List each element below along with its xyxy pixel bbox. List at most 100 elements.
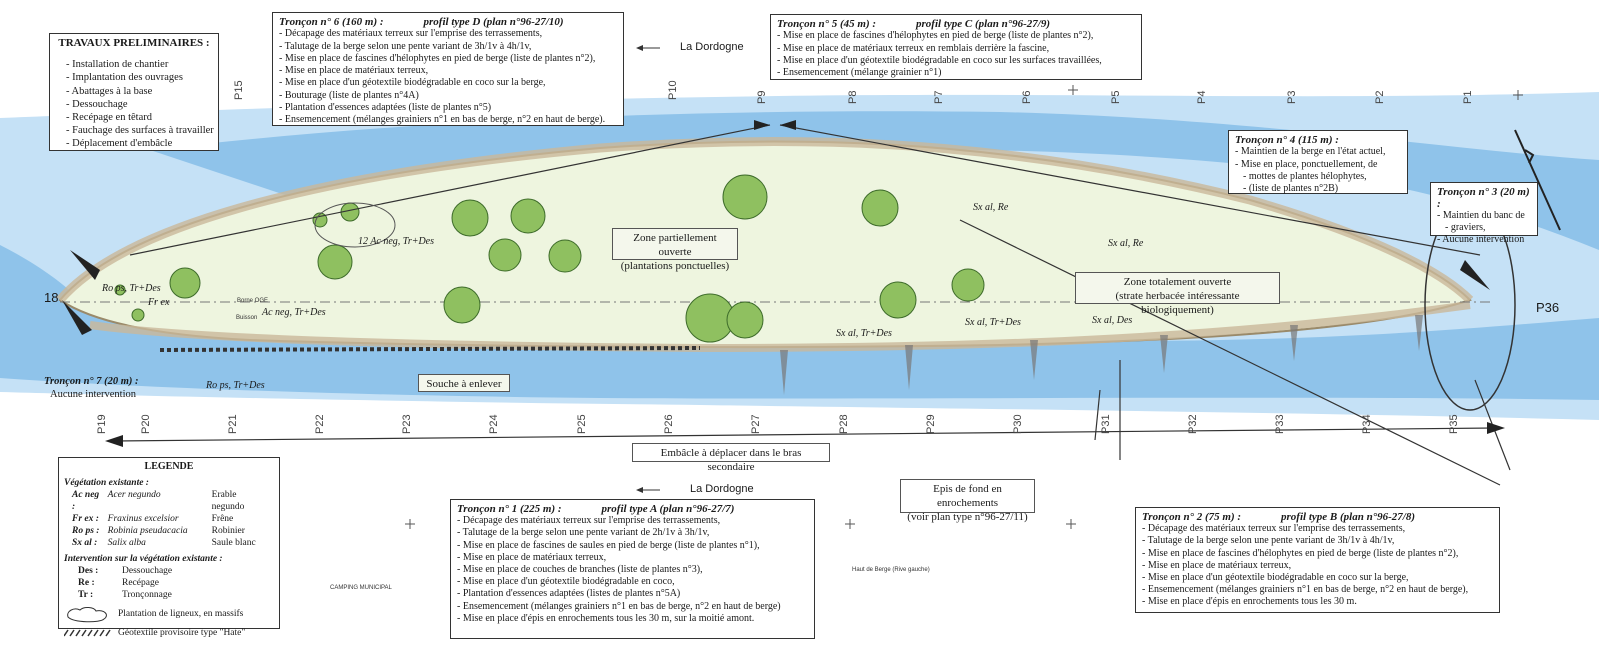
profile-label-bottom: P26	[663, 414, 675, 434]
profile-label-bottom: P27	[750, 414, 762, 434]
troncon-1-list: Décapage des matériaux terreux sur l'emp…	[457, 515, 808, 625]
troncon-1-item: Mise en place de matériaux terreux,	[457, 552, 808, 564]
legend-species-row: Ro ps : Robinia pseudacacia Robinier	[64, 525, 274, 537]
troncon-2-item: Mise en place de matériaux terreux,	[1142, 560, 1493, 572]
travaux-item: Fauchage des surfaces à travailler	[66, 124, 214, 137]
species-latin: Salix alba	[107, 538, 146, 548]
troncon-4-item: (liste de plantes n°2B)	[1235, 183, 1401, 195]
travaux-item: Abattages à la base	[66, 85, 212, 98]
troncon-3-box: Tronçon n° 3 (20 m) : Maintien du banc d…	[1430, 182, 1538, 245]
camping-label: CAMPING MUNICIPAL	[330, 585, 392, 591]
travaux-item: Installation de chantier	[66, 58, 212, 71]
troncon-1-box: Tronçon n° 1 (225 m) :profil type A (pla…	[450, 499, 815, 639]
troncon-6-box: Tronçon n° 6 (160 m) :profil type D (pla…	[272, 12, 624, 126]
travaux-item: Implantation des ouvrages	[66, 71, 212, 84]
int-code: Re :	[78, 578, 95, 588]
souche-box: Souche à enlever	[418, 374, 510, 392]
troncon-4-item: mottes de plantes hélophytes,	[1235, 171, 1401, 183]
zone-open-box: Zone totalement ouverte (strate herbacée…	[1075, 272, 1280, 316]
veg-label: Sx al, Des	[1092, 315, 1133, 326]
troncon-4-item: Maintien de la berge en l'état actuel,	[1235, 146, 1401, 158]
profile-label-bottom: P23	[401, 414, 413, 434]
profile-label-top: P7	[933, 90, 945, 104]
troncon-1-item: Plantation d'essences adaptées (listes d…	[457, 588, 808, 600]
profile-label-bottom: P33	[1274, 414, 1286, 434]
troncon-5-item: Mise en place d'un géotextile biodégrada…	[777, 55, 1135, 67]
troncon-2-title: Tronçon n° 2 (75 m) :	[1142, 511, 1242, 523]
troncon-6-item: Mise en place d'un géotextile biodégrada…	[279, 77, 617, 89]
species-common: Robinier	[211, 526, 245, 536]
profile-label-bottom: P31	[1100, 414, 1112, 434]
travaux-list: Installation de chantier Implantation de…	[56, 58, 214, 150]
veg-label: Ac neg, Tr+Des	[262, 307, 326, 318]
zone-open-line: (strate herbacée intéressante biologique…	[1115, 290, 1240, 316]
troncon-5-profile: profil type C (plan n°96-27/9)	[916, 18, 1050, 30]
troncon-1-item: Mise en place de couches de branches (li…	[457, 564, 808, 576]
species-common: Erable negundo	[211, 490, 245, 512]
profile-label-bottom: P21	[227, 414, 239, 434]
troncon-2-header: Tronçon n° 2 (75 m) : profil type B (plan…	[1142, 511, 1493, 523]
legend-geotex-label: Géotextile provisoire type "Hate"	[118, 628, 246, 638]
legend-int-row: Tr : Tronçonnage	[64, 589, 176, 601]
profile-label-bottom: P32	[1187, 414, 1199, 434]
zone-partial-box: Zone partiellement ouverte (plantations …	[612, 228, 738, 272]
profile-label-p36: P36	[1536, 300, 1560, 315]
troncon-3-item: Aucune intervention	[1437, 234, 1531, 246]
troncon-1-item: Mise en place de fascines de saules en p…	[457, 540, 808, 552]
troncon-5-item: Ensemencement (mélange grainier n°1)	[777, 67, 1135, 79]
species-code: Sx al :	[72, 538, 98, 548]
troncon-2-item: Mise en place d'épis en enrochements tou…	[1142, 596, 1493, 608]
troncon-5-box: Tronçon n° 5 (45 m) :profil type C (plan…	[770, 14, 1142, 80]
profile-label-bottom: P35	[1448, 414, 1460, 434]
troncon-4-title: Tronçon n° 4 (115 m) :	[1235, 134, 1339, 146]
zone-partial-line: (plantations ponctuelles)	[620, 260, 730, 272]
travaux-preliminaires-box: TRAVAUX PRELIMINAIRES : Installation de …	[49, 33, 219, 151]
embacle-box: Embâcle à déplacer dans le bras secondai…	[632, 443, 830, 473]
species-code: Ac neg :	[72, 490, 100, 512]
int-label: Dessouchage	[122, 566, 173, 576]
veg-label: Ro ps, Tr+Des	[206, 380, 265, 391]
species-common: Frêne	[211, 514, 234, 524]
troncon-2-item: Mise en place de fascines d'hélophytes e…	[1142, 548, 1493, 560]
species-latin: Acer negundo	[107, 490, 161, 500]
legend-massif-row: Plantation de ligneux, en massifs	[64, 605, 274, 623]
buisson-label: Buisson	[236, 315, 258, 321]
legend-box: LEGENDE Végétation existante : Ac neg :A…	[58, 457, 280, 638]
species-code: Fr ex :	[72, 514, 99, 524]
profile-label-bottom: P24	[488, 414, 500, 434]
travaux-item: Déplacement d'embâcle	[66, 137, 212, 150]
troncon-6-item: Plantation d'essences adaptées (liste de…	[279, 102, 617, 114]
legend-title: LEGENDE	[144, 461, 194, 472]
troncon-1-item: Talutage de la berge selon une pente var…	[457, 527, 808, 539]
troncon-3-item: Maintien du banc de	[1437, 210, 1531, 222]
species-latin: Robinia pseudacacia	[107, 526, 188, 536]
species-code: Ro ps :	[72, 526, 100, 536]
troncon-2-profile: profil type B (plan n°96-27/8)	[1281, 511, 1415, 523]
troncon-1-item: Décapage des matériaux terreux sur l'emp…	[457, 515, 808, 527]
bank-label: Haut de Berge (Rive gauche)	[852, 567, 930, 573]
zone-open-line: Zone totalement ouverte	[1123, 276, 1232, 288]
epis-line: Epis de fond en enrochements	[933, 483, 1002, 509]
profile-label-top: P10	[667, 80, 679, 100]
profile-label-top: P15	[233, 80, 245, 100]
veg-label: Sx al, Tr+Des	[836, 328, 892, 339]
travaux-item: Recépage en têtard	[66, 111, 212, 124]
troncon-6-item: Décapage des matériaux terreux sur l'emp…	[279, 28, 617, 40]
troncon-3-item: graviers,	[1437, 222, 1531, 234]
river-label-top: La Dordogne	[680, 41, 744, 53]
borne-label: Borne OGE	[237, 298, 269, 304]
troncon-5-item: Mise en place de fascines d'hélophytes e…	[777, 30, 1135, 42]
troncon-6-item: Mise en place de fascines d'hélophytes e…	[279, 53, 617, 65]
int-code: Tr :	[78, 590, 94, 600]
troncon-1-profile: profil type A (plan n°96-27/7)	[601, 503, 735, 515]
veg-label: Ro ps, Tr+Des	[102, 283, 161, 294]
legend-int-title: Intervention sur la végétation existante…	[64, 554, 223, 564]
profile-label-top: P3	[1286, 90, 1298, 104]
troncon-6-list: Décapage des matériaux terreux sur l'emp…	[279, 28, 617, 126]
int-label: Tronçonnage	[122, 590, 172, 600]
legend-int-row: Des :Dessouchage	[64, 565, 176, 577]
profile-label-top: P2	[1374, 90, 1386, 104]
legend-species-row: Ac neg : Acer negundo Erable negundo	[64, 489, 274, 513]
troncon-7-note: Aucune intervention	[50, 389, 137, 400]
troncon-6-header: Tronçon n° 6 (160 m) :profil type D (pla…	[279, 16, 617, 28]
